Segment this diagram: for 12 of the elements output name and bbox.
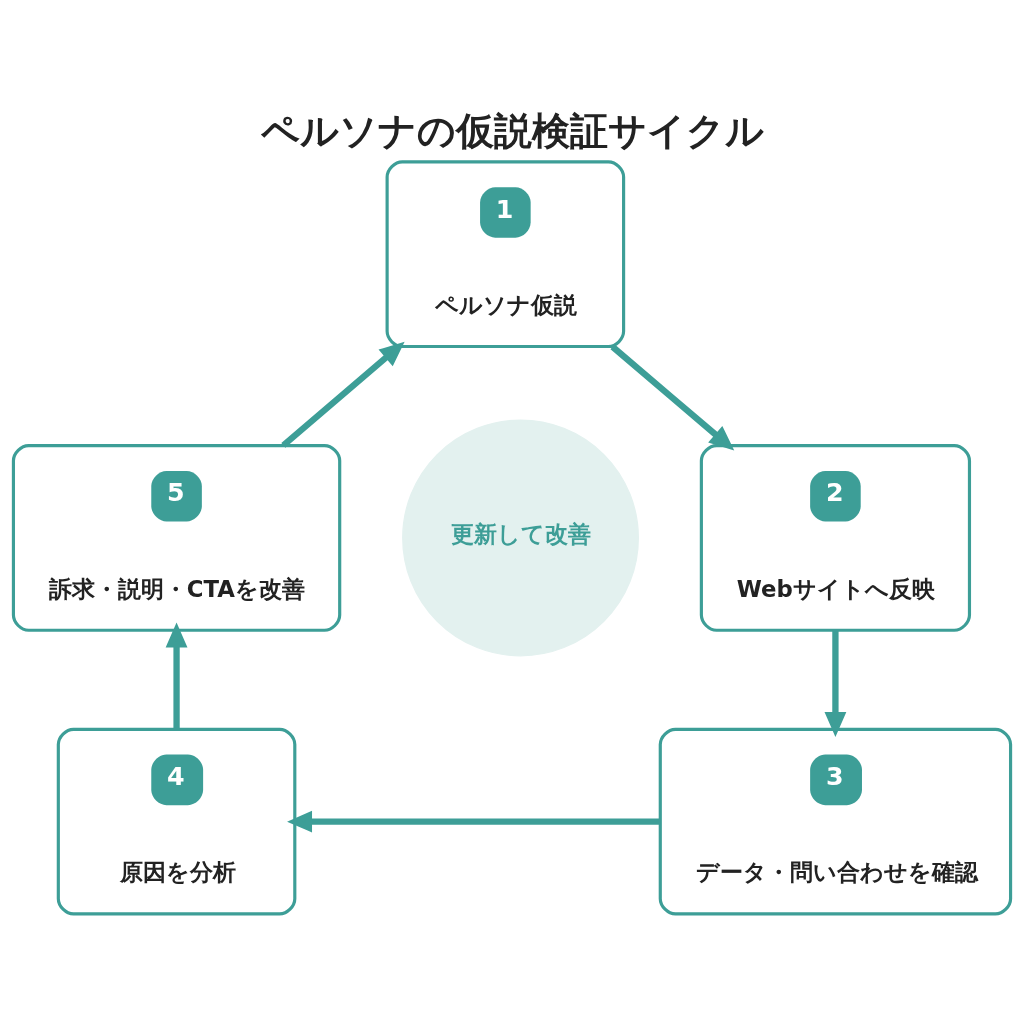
node-box: 1 ペルソナ仮説 xyxy=(385,160,626,349)
node-circle: 更新して改善 xyxy=(402,419,639,657)
arrow xyxy=(281,341,405,448)
arrow xyxy=(165,622,188,730)
arrow xyxy=(610,344,735,451)
node-box: 2 Webサイトへ反映 xyxy=(699,444,972,632)
diagram-title: ペルソナの仮説検証サイクル xyxy=(260,109,764,154)
arrow xyxy=(287,810,661,833)
node-box: 3 データ・問い合わせを確認 xyxy=(658,727,1013,916)
node-box: 4 原因を分析 xyxy=(56,727,297,916)
arrow xyxy=(824,630,847,737)
node-box: 5 訴求・説明・CTAを改善 xyxy=(11,444,342,632)
